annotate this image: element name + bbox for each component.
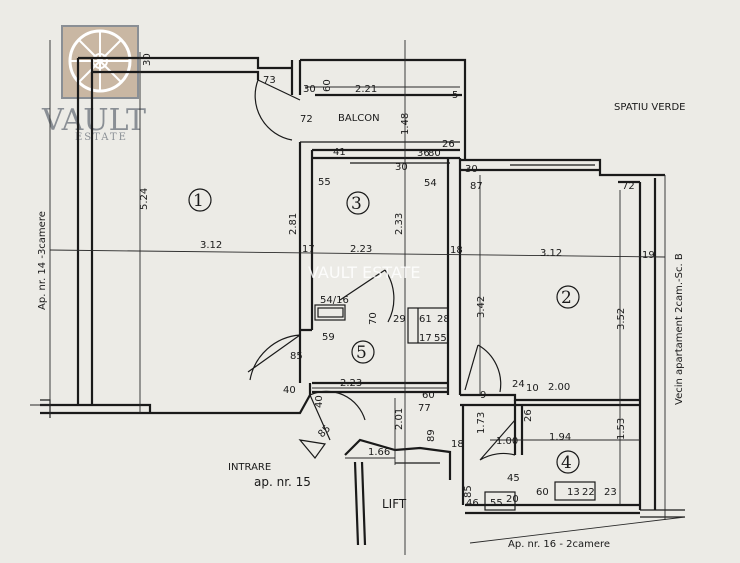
dim-label: 3.52: [616, 308, 627, 330]
dim-label: 1.94: [549, 432, 571, 443]
dim-label: 2.33: [394, 213, 405, 235]
dim-label: 2.00: [548, 382, 570, 393]
dim-label: 2.81: [288, 213, 299, 235]
walls: [40, 56, 685, 546]
dim-label: 40: [314, 395, 325, 408]
dim-label: 72: [622, 181, 635, 192]
dim-label: 73: [263, 75, 276, 86]
dim-label: 28: [437, 314, 450, 325]
dim-label: 17: [302, 244, 315, 255]
dim-label: 85: [290, 351, 303, 362]
dim-label: 29: [393, 314, 406, 325]
dim-label: 1.53: [616, 418, 627, 440]
dim-label: 22: [582, 487, 595, 498]
dim-label: 30: [142, 53, 153, 66]
logo: VAULT ESTATE: [41, 25, 146, 143]
dim-label: 20: [506, 494, 519, 505]
door-swings: [247, 79, 516, 461]
dim-label: 70: [368, 312, 379, 325]
spatiu-verde-label: SPATIU VERDE: [614, 102, 685, 113]
dim-label: 19: [642, 250, 655, 261]
dim-label: 10: [526, 383, 539, 394]
logo-name: VAULT: [41, 103, 146, 138]
dim-label: 41: [333, 147, 346, 158]
dim-label: 45: [507, 473, 520, 484]
dim-label: 3.12: [540, 248, 562, 259]
room-3-label: 3: [351, 194, 362, 214]
apartment-number-label: ap. nr. 15: [254, 475, 311, 489]
dim-label: 2.23: [350, 244, 372, 255]
plan-labels: BALCON SPATIU VERDE Ap. nr. 14 -3camere …: [37, 102, 685, 550]
dim-label: 60: [422, 390, 435, 401]
room-5-label: 5: [356, 343, 367, 363]
dim-label: 30: [303, 84, 316, 95]
dim-label: 5.24: [139, 188, 150, 210]
dim-label: 13: [567, 487, 580, 498]
dim-label: 26: [523, 409, 534, 422]
dim-label: 30: [465, 164, 478, 175]
dim-label: 60: [322, 79, 333, 92]
dim-label: 2.01: [394, 408, 405, 430]
dim-label: 89: [426, 429, 437, 442]
dim-label: 30: [395, 162, 408, 173]
watermark: VAULT ESTATE: [308, 263, 421, 282]
left-neighbor-label: Ap. nr. 14 -3camere: [37, 211, 48, 310]
lift-label: LIFT: [382, 497, 407, 511]
dim-label: 3.42: [476, 296, 487, 318]
dim-label: 1.00: [496, 436, 518, 447]
dim-label: 61: [419, 314, 432, 325]
entrance-arrow-icon: [298, 439, 327, 459]
room-2-label: 2: [561, 288, 572, 308]
balcon-label: BALCON: [338, 113, 380, 124]
dim-label: 5: [452, 90, 458, 101]
dim-label: 36: [417, 148, 430, 159]
dim-label: 2.21: [355, 84, 377, 95]
entrance-label: INTRARE: [228, 462, 271, 473]
right-neighbor-label: Vecin apartament 2cam.-Sc. B: [674, 253, 685, 405]
room-1-label: 1: [193, 191, 204, 211]
dim-label: 24: [512, 379, 525, 390]
dim-label: 85: [463, 485, 474, 498]
room-4-label: 4: [561, 453, 572, 473]
bottom-neighbor-label: Ap. nr. 16 - 2camere: [508, 539, 610, 550]
dim-label: 3.12: [200, 240, 222, 251]
dimension-lines: [30, 40, 686, 555]
dim-label: 40: [283, 385, 296, 396]
dimension-values: 30 73 30 60 2.21 5 72 1.48 41 36 80 26 3…: [139, 53, 655, 509]
dim-label: 59: [322, 332, 335, 343]
dim-label: 17: [419, 333, 432, 344]
dim-label: 55: [490, 498, 503, 509]
dim-label: 2.23: [340, 378, 362, 389]
dim-label: 60: [536, 487, 549, 498]
dim-label: 18: [450, 245, 463, 256]
dim-label: 23: [604, 487, 617, 498]
dim-label: 55: [318, 177, 331, 188]
dim-label: 9: [480, 390, 486, 401]
dim-label: 26: [442, 139, 455, 150]
dim-label: 1.73: [476, 412, 487, 434]
dim-label: 87: [470, 181, 483, 192]
dim-label: 18: [451, 439, 464, 450]
dim-label: 46: [466, 498, 479, 509]
logo-sub: ESTATE: [75, 132, 128, 143]
dim-label: 54/16: [320, 295, 349, 306]
dim-label: 55: [434, 333, 447, 344]
dim-label: 72: [300, 114, 313, 125]
dim-label: 1.48: [400, 113, 411, 135]
room-numbers: 1 2 3 4 5: [188, 188, 580, 474]
dim-label: 1.66: [368, 447, 390, 458]
dim-label: 77: [418, 403, 431, 414]
dim-label: 54: [424, 178, 437, 189]
dim-label: 80: [428, 148, 441, 159]
